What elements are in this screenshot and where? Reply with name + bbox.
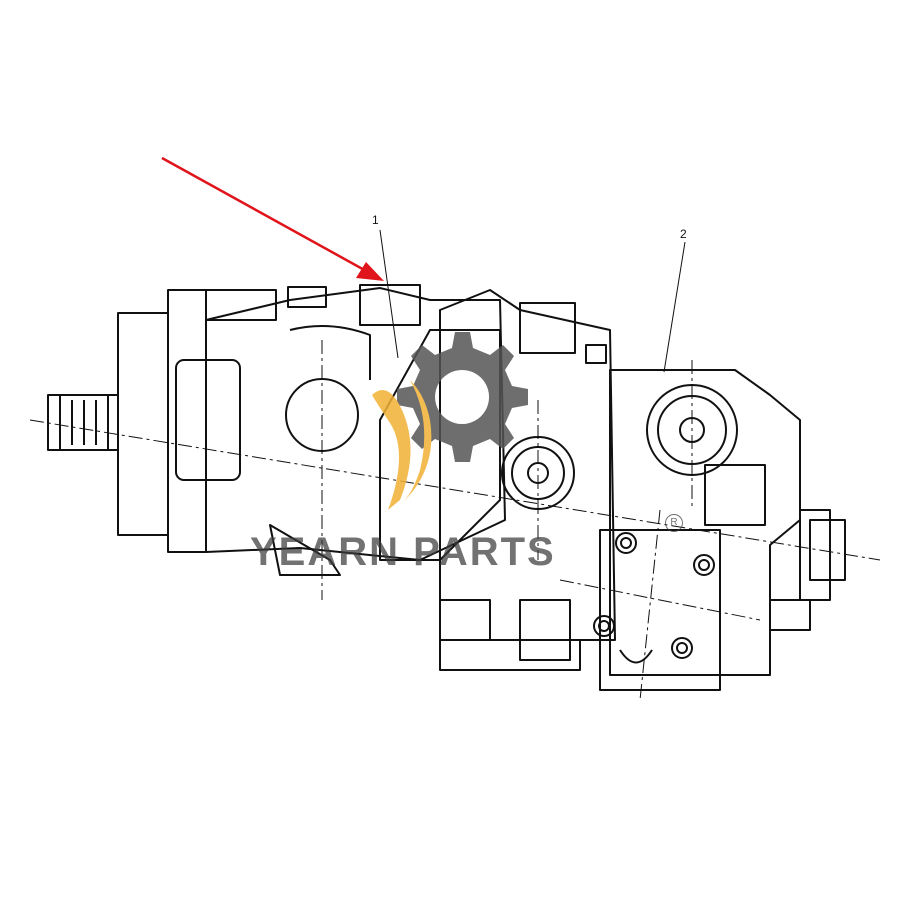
watermark-text: YEARN PARTS	[250, 530, 556, 574]
callout-label-1: 1	[372, 213, 379, 227]
centerlines	[29, 340, 881, 701]
callout-leaders	[379, 229, 686, 373]
drive-shaft	[47, 394, 119, 451]
red-pointer-arrow	[161, 156, 384, 281]
mounting-flange	[117, 289, 277, 553]
brand-logo-mark	[372, 332, 528, 510]
callout-label-2: 2	[680, 227, 687, 241]
registered-trademark-icon: R	[665, 514, 683, 532]
regulator-valve-component-2	[593, 369, 846, 691]
